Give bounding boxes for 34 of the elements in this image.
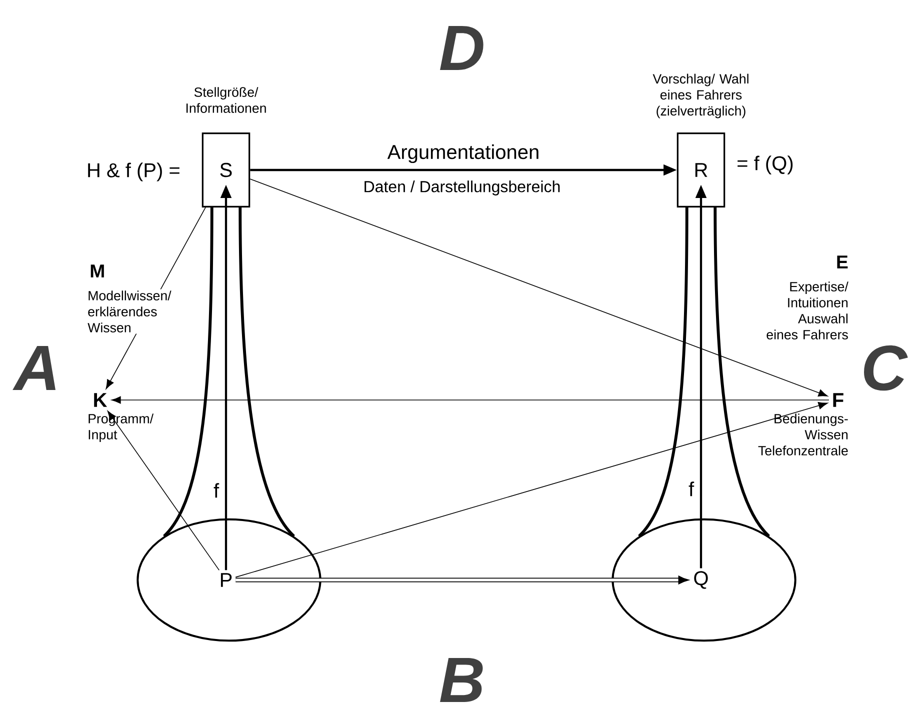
outline-letter: A [12,344,62,392]
outline-letter: B [438,656,486,704]
variable-box: R [676,132,726,208]
node-caption: Stellgröße/ Informationen [180,86,272,114]
variable-box: S [202,132,250,208]
node-caption: Vorschlag/ Wahl eines Fahrers (zielverträglich) [638,72,764,120]
letter-label: M [88,263,106,279]
outline-letter: C [860,344,908,392]
annotation-text: Modellwissen/ erklärendes Wissen [86,289,177,334]
edge-label: Argumentationen [387,144,538,164]
variable-label: P [220,573,232,587]
node-caption: Bedienungs- Wissen Telefonzentrale [751,412,850,457]
variable-label: Q [694,571,708,589]
arrow [235,402,828,578]
letter-label: E [834,254,850,270]
double-arrow [236,576,689,584]
annotation-text: Expertise/ Intuitionen Auswahl eines Fahrers [762,280,850,341]
arrow [250,178,828,396]
equation-text: = f (Q) [735,154,796,176]
set-ellipse [136,518,322,642]
edge-label: f [214,483,220,498]
edge-caption: Daten / Darstellungsbereich [362,179,562,197]
funnel-line [638,207,688,538]
letter-label: K [94,393,108,407]
edge-label: f [688,482,694,496]
letter-label: F [833,393,844,407]
funnel-line [714,207,770,538]
set-ellipse [612,518,796,642]
arrow [107,410,220,571]
funnel-line [162,207,214,538]
arrow [111,396,830,404]
equation-text: H & f (P) = [85,161,182,183]
outline-letter: D [438,24,486,72]
funnel-line [238,207,296,538]
